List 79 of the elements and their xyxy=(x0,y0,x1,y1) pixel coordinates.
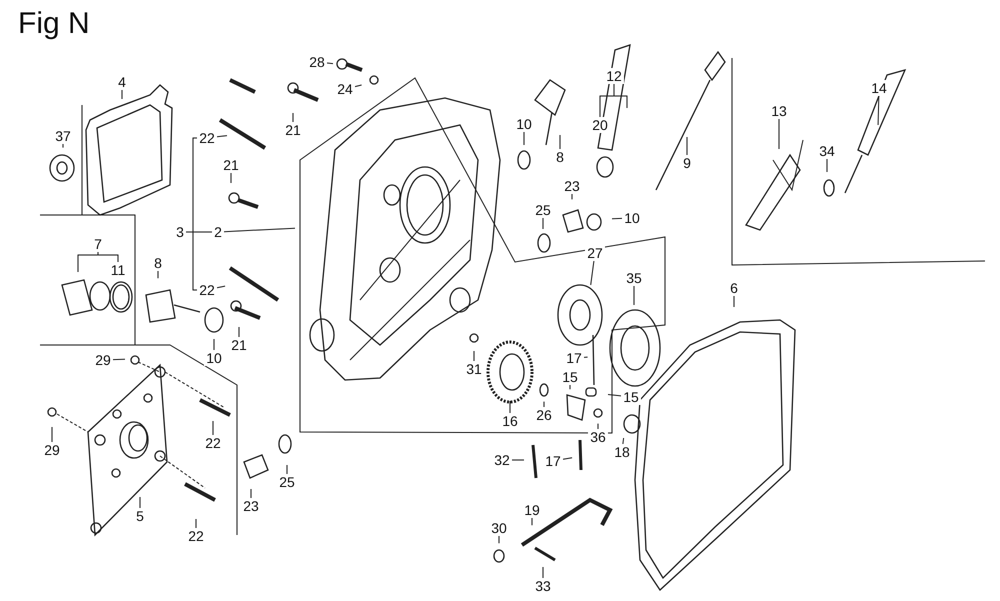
leader-line xyxy=(78,252,98,272)
callout-number: 15 xyxy=(621,389,641,405)
callout-number: 22 xyxy=(186,528,206,544)
callout-number: 21 xyxy=(283,122,303,138)
leader-line xyxy=(826,158,828,172)
leader-line xyxy=(590,260,594,286)
leader-line xyxy=(686,136,688,156)
leader-line xyxy=(542,218,544,230)
callout-number: 34 xyxy=(817,143,837,159)
leader-line xyxy=(622,438,624,444)
leader-line xyxy=(224,228,296,232)
callout-number: 33 xyxy=(533,578,553,594)
callout-number: 8 xyxy=(554,149,566,165)
callout-number: 9 xyxy=(681,155,693,171)
callout-number: 25 xyxy=(277,474,297,490)
leader-line xyxy=(614,84,628,108)
callout-number: 15 xyxy=(560,369,580,385)
callout-number: 23 xyxy=(562,178,582,194)
leader-line xyxy=(216,286,226,288)
callout-number: 26 xyxy=(534,407,554,423)
leader-line xyxy=(230,172,232,184)
callout-number: 22 xyxy=(203,435,223,451)
callout-number: 35 xyxy=(624,270,644,286)
callout-number: 4 xyxy=(116,74,128,90)
callout-number: 18 xyxy=(612,444,632,460)
callout-number: 20 xyxy=(590,117,610,133)
callout-number: 27 xyxy=(585,245,605,261)
callout-number: 28 xyxy=(307,54,327,70)
leader-line xyxy=(878,96,880,126)
callout-number: 7 xyxy=(92,236,104,252)
leader-line xyxy=(212,420,214,436)
callout-number: 22 xyxy=(197,282,217,298)
callout-number: 31 xyxy=(464,361,484,377)
leader-line xyxy=(778,118,780,150)
leader-line xyxy=(112,358,126,360)
leader-line xyxy=(612,218,622,220)
leader-line xyxy=(584,356,588,358)
callout-number: 17 xyxy=(564,350,584,366)
callout-number: 21 xyxy=(229,337,249,353)
leader-line xyxy=(608,394,622,396)
leader-line xyxy=(562,457,573,460)
leader-line xyxy=(98,252,118,262)
callout-number: 6 xyxy=(728,280,740,296)
callout-number: 22 xyxy=(197,130,217,146)
leader-line xyxy=(354,84,362,88)
callout-number: 21 xyxy=(221,157,241,173)
callout-number: 5 xyxy=(134,508,146,524)
leader-line xyxy=(542,566,544,578)
callout-number: 14 xyxy=(869,80,889,96)
callout-number: 10 xyxy=(204,350,224,366)
callout-number: 37 xyxy=(53,128,73,144)
callout-number: 23 xyxy=(241,498,261,514)
leader-line xyxy=(286,464,288,474)
callout-number: 29 xyxy=(93,352,113,368)
leader-line xyxy=(250,488,252,498)
callout-number: 16 xyxy=(500,413,520,429)
callout-number: 10 xyxy=(622,210,642,226)
callout-number: 12 xyxy=(604,68,624,84)
figure-title: Fig N xyxy=(18,6,90,42)
callout-number: 10 xyxy=(514,116,534,132)
callout-number: 36 xyxy=(588,429,608,445)
callout-number: 30 xyxy=(489,520,509,536)
callout-number: 32 xyxy=(492,452,512,468)
leader-line xyxy=(292,112,294,122)
leader-line xyxy=(184,232,200,290)
callout-number: 3 xyxy=(174,224,186,240)
leader-line xyxy=(216,135,228,138)
leader-line xyxy=(238,326,240,338)
callout-number: 2 xyxy=(212,224,224,240)
leader-line xyxy=(326,62,334,64)
callout-number: 24 xyxy=(335,81,355,97)
callout-number: 8 xyxy=(152,255,164,271)
callout-number: 13 xyxy=(769,103,789,119)
callout-number: 29 xyxy=(42,442,62,458)
leader-line xyxy=(498,536,500,544)
callout-number: 19 xyxy=(522,502,542,518)
callout-number: 25 xyxy=(533,202,553,218)
callout-number: 17 xyxy=(543,453,563,469)
leader-line xyxy=(62,144,64,148)
